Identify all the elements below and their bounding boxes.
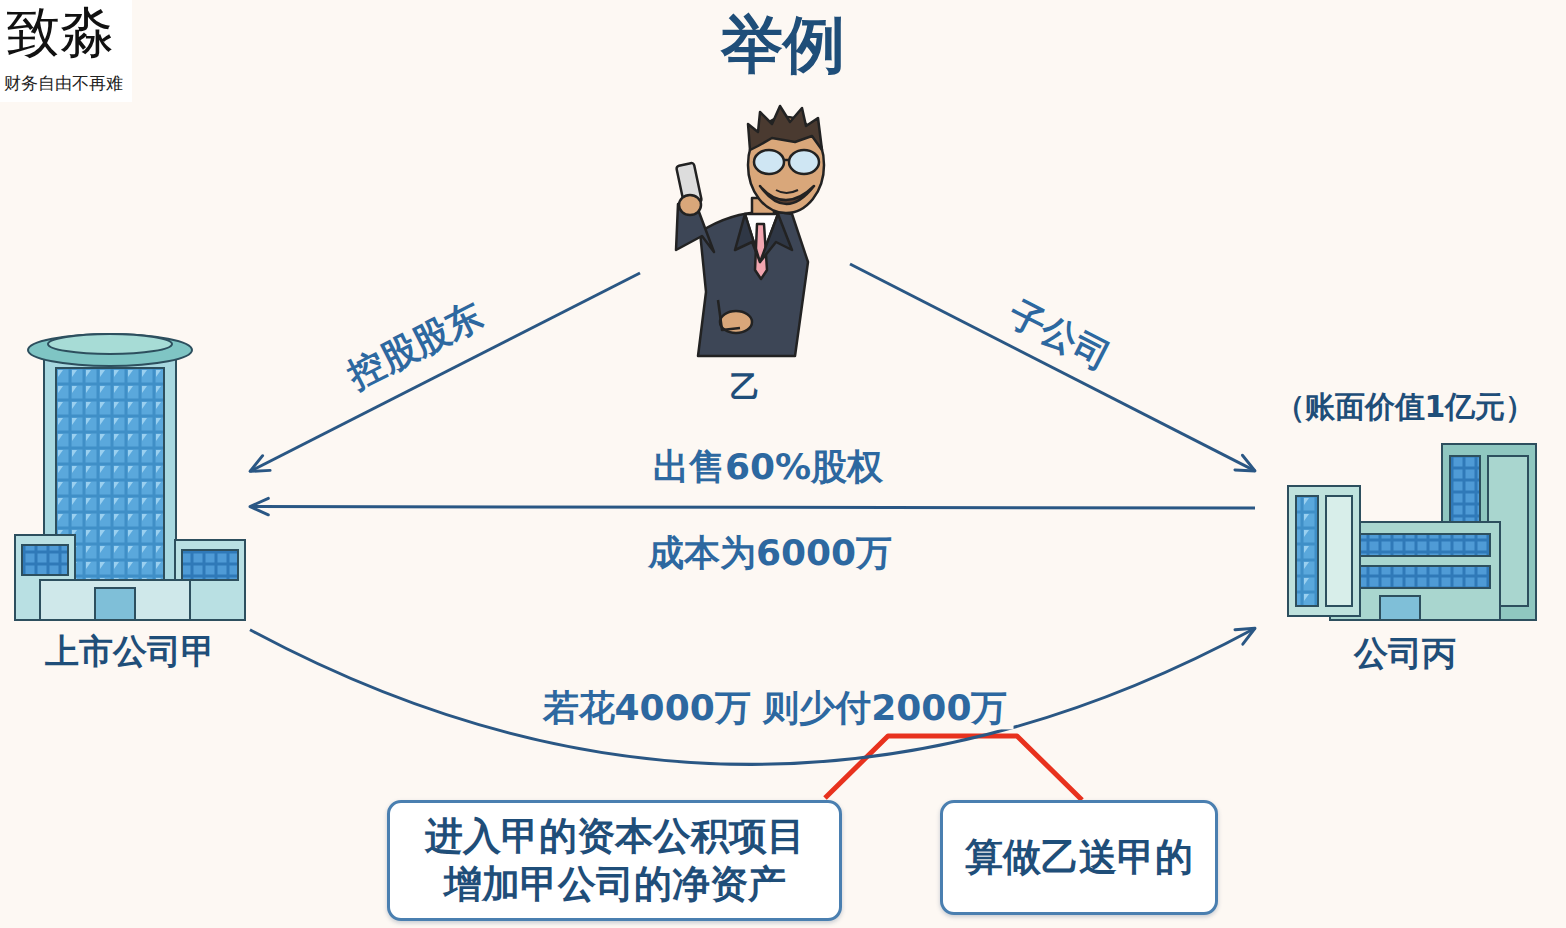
node-text: （账面价值1亿元） (1275, 388, 1536, 426)
illustration-part (748, 106, 822, 150)
connector-arrow (250, 507, 1255, 509)
illustration-part (735, 214, 760, 262)
illustration-part (760, 214, 792, 262)
illustration-part (1380, 596, 1420, 620)
illustration-part (760, 186, 814, 204)
person-figure (676, 106, 824, 356)
illustration-part (182, 550, 238, 580)
illustration-part (95, 588, 135, 620)
person-node: 乙 (640, 105, 850, 405)
node-text: 公司丙 (1354, 632, 1456, 675)
node-text: 算做乙送甲的 (965, 834, 1193, 882)
note-box: 算做乙送甲的 (940, 800, 1218, 915)
illustration-part (784, 159, 789, 162)
illustration-part (789, 150, 819, 174)
company-node: 公司丙 （账面价值1亿元） (1255, 388, 1555, 674)
node-text: 乙 (730, 368, 760, 406)
leader-bracket (825, 736, 1082, 800)
illustration-part (754, 150, 784, 174)
node-text: 进入甲的资本公积项目 增加甲公司的净资产 (417, 813, 812, 908)
edge-label: 控股股东 (336, 290, 495, 399)
edge-label: 出售60%股权 (647, 445, 889, 488)
illustration-part (679, 195, 701, 215)
illustration-part (0, 0, 132, 102)
logo-panel (0, 0, 132, 102)
free-label: 财务自由不再难 (4, 74, 123, 94)
note-box: 进入甲的资本公积项目 增加甲公司的净资产 (387, 800, 842, 921)
free-label: 致淼 (6, 2, 114, 64)
illustration-part (825, 736, 1082, 800)
illustration-part (1288, 486, 1360, 616)
edge-label: 若花4000万 则少付2000万 (537, 686, 1014, 729)
connector-arrow (250, 273, 640, 471)
node-text: 上市公司甲 (45, 630, 215, 673)
illustration-part (48, 334, 172, 354)
illustration-part (40, 580, 190, 620)
building-jia (15, 334, 245, 620)
illustration-part (776, 190, 798, 193)
title: 举例 (683, 8, 883, 82)
illustration-part (1326, 496, 1352, 606)
connector-arrow (850, 264, 1255, 471)
illustration-part (718, 300, 740, 330)
illustration-part (1340, 534, 1490, 556)
company-node: 上市公司甲 (10, 320, 250, 672)
illustration-part (22, 545, 68, 575)
building-bing (1288, 444, 1536, 620)
illustration-part (1340, 566, 1490, 588)
illustration-part (1296, 496, 1318, 606)
edge-label: 子公司 (997, 289, 1124, 382)
free-label: 成本为6000万 (648, 532, 892, 573)
connector-arrow (250, 628, 1255, 764)
illustration-part (698, 212, 808, 356)
illustration-part (28, 334, 192, 366)
